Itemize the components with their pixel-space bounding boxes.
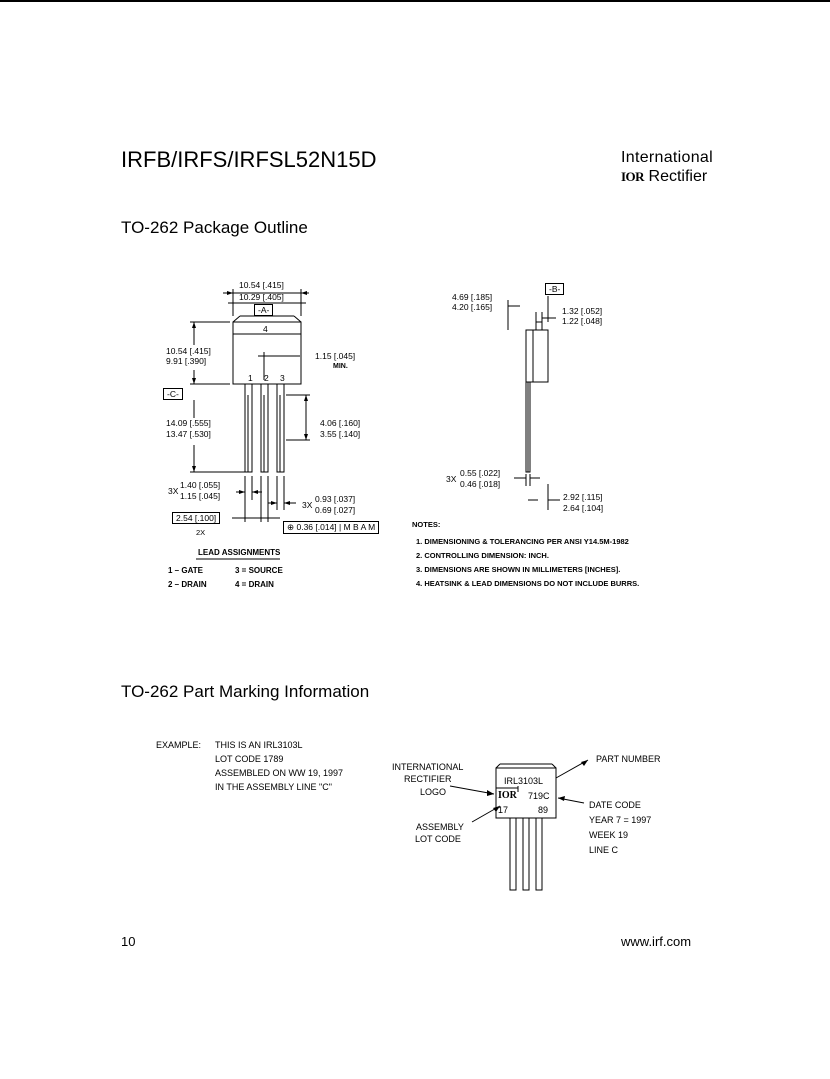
width-dim-bottom: 10.29 [.405] (239, 292, 284, 302)
tab-number: 4 (263, 324, 268, 334)
date-code-3: WEEK 19 (589, 830, 629, 840)
lead-thk-qty: 3X (302, 500, 313, 510)
tab-thk-top: 1.32 [.052] (562, 306, 603, 316)
example-label: EXAMPLE: (156, 740, 202, 750)
chip-logo-icon: IOR (498, 790, 517, 801)
brand-name-line2: Rectifier (648, 168, 708, 185)
tab-thk-bottom: 1.22 [.048] (562, 316, 603, 326)
note-4: 4. HEATSINK & LEAD DIMENSIONS DO NOT INC… (416, 579, 640, 588)
note-3: 3. DIMENSIONS ARE SHOWN IN MILLIMETERS [… (416, 565, 621, 574)
pin-dim: 1.15 [.045] (315, 351, 356, 361)
lead-length-top: 14.09 [.555] (166, 418, 211, 428)
page-number: 10 (121, 934, 136, 949)
logo-label-3: LOGO (420, 787, 447, 797)
datum-b: -B- (545, 283, 565, 295)
height-dim-top: 10.54 [.415] (166, 346, 211, 356)
date-code-2: YEAR 7 = 1997 (589, 815, 652, 825)
lead-drain-4: 4 = DRAIN (235, 580, 274, 589)
pin-1: 1 (248, 373, 253, 383)
chip-date: 719C (528, 791, 550, 801)
pitch-dim: 2.54 [.100] (172, 512, 221, 524)
example-line-2: LOT CODE 1789 (215, 754, 284, 764)
lead-thk-bottom: 0.69 [.027] (315, 505, 356, 515)
notes-title: NOTES: (412, 520, 441, 529)
pin-thk-qty: 3X (446, 474, 457, 484)
lead-width-top: 1.40 [.055] (180, 480, 221, 490)
chip-part: IRL3103L (504, 776, 544, 786)
logo-label-1: INTERNATIONAL (392, 762, 464, 772)
chip-lot-b: 89 (538, 805, 549, 815)
assembly-label-1: ASSEMBLY (416, 822, 464, 832)
datum-a: -A- (254, 304, 274, 316)
part-marking-heading: TO-262 Part Marking Information (121, 682, 370, 701)
note-1: 1. DIMENSIONING & TOLERANCING PER ANSI Y… (416, 537, 629, 546)
pin-3: 3 (280, 373, 285, 383)
pin-2: 2 (264, 373, 269, 383)
pin-thk-top: 0.55 [.022] (460, 468, 501, 478)
example-line-4: IN THE ASSEMBLY LINE "C" (215, 782, 332, 792)
offset-top: 2.92 [.115] (563, 492, 603, 502)
lead-length-bottom: 13.47 [.530] (166, 429, 211, 439)
date-code-1: DATE CODE (589, 800, 641, 810)
chip-lot-a: 17 (498, 805, 509, 815)
note-2: 2. CONTROLLING DIMENSION: INCH. (416, 551, 549, 560)
brand-name-line1: International (621, 149, 713, 166)
lead-spacing-top: 4.06 [.160] (320, 418, 361, 428)
datum-c: -C- (163, 388, 183, 400)
package-outline-heading: TO-262 Package Outline (121, 218, 308, 237)
date-code-4: LINE C (589, 845, 619, 855)
lead-width-qty: 3X (168, 486, 179, 496)
pin-thk-bottom: 0.46 [.018] (460, 479, 501, 489)
height-dim-bottom: 9.91 [.390] (166, 356, 207, 366)
lead-drain-2: 2 – DRAIN (168, 580, 207, 589)
lead-gate: 1 – GATE (168, 566, 203, 575)
assembly-label-2: LOT CODE (415, 834, 461, 844)
lead-width-bottom: 1.15 [.045] (180, 491, 221, 501)
brand-logo: IOR Rectifier (621, 168, 707, 186)
width-dim-top: 10.54 [.415] (239, 280, 284, 290)
lead-source: 3 = SOURCE (235, 566, 283, 575)
ior-logo-icon: IOR (621, 169, 645, 184)
offset-bottom: 2.64 [.104] (563, 503, 604, 513)
top-rule (0, 0, 830, 2)
lead-spacing-bottom: 3.55 [.140] (320, 429, 361, 439)
example-line-1: THIS IS AN IRL3103L (215, 740, 303, 750)
tolerance-value: 0.36 [.014] (296, 522, 337, 532)
example-line-3: ASSEMBLED ON WW 19, 1997 (215, 768, 344, 778)
logo-label-2: RECTIFIER (404, 774, 452, 784)
tolerance-ref: M B A M (343, 522, 376, 532)
side-dim-bottom: 4.20 [.165] (452, 302, 493, 312)
lead-thk-top: 0.93 [.037] (315, 494, 356, 504)
website-url: www.irf.com (621, 934, 692, 949)
position-tolerance: ⊕ 0.36 [.014] | M B A M (283, 521, 380, 534)
part-number-label: PART NUMBER (596, 754, 661, 764)
lead-assignments-title: LEAD ASSIGNMENTS (198, 548, 281, 557)
pitch-qty: 2X (196, 528, 206, 537)
side-dim-top: 4.69 [.185] (452, 292, 493, 302)
part-number-title: IRFB/IRFS/IRFSL52N15D (121, 147, 377, 172)
pin-dim-min: MIN. (333, 363, 348, 370)
